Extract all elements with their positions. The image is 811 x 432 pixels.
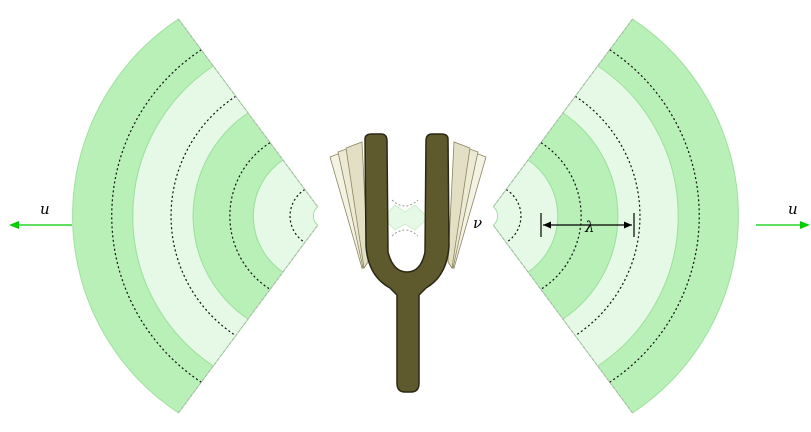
inner-dotted-arc bbox=[391, 229, 419, 237]
right-wave-fan bbox=[492, 18, 739, 414]
right-fan-edge bbox=[492, 18, 633, 208]
left-wave-fan bbox=[72, 18, 319, 414]
left-tine-blur bbox=[329, 141, 369, 270]
fork-body bbox=[364, 133, 450, 393]
left-wave-band bbox=[252, 159, 319, 273]
left-fan-edge bbox=[178, 224, 319, 414]
left-wavefront-dotted bbox=[170, 95, 237, 337]
tuning-fork bbox=[329, 133, 487, 393]
frequency-label: ν bbox=[473, 214, 482, 232]
right-velocity-arrow bbox=[756, 221, 810, 229]
left-wavefront-dotted bbox=[289, 189, 306, 243]
velocity-label-left: u bbox=[40, 200, 50, 218]
left-wavefront-dotted bbox=[229, 142, 271, 290]
left-fan-edge bbox=[178, 18, 319, 208]
inner-dotted-arc bbox=[391, 199, 419, 207]
right-tine-blur bbox=[447, 141, 487, 270]
inner-wave-cross bbox=[382, 204, 429, 231]
right-wavefront-dotted bbox=[505, 189, 522, 243]
wavelength-label: λ bbox=[584, 218, 595, 236]
left-velocity-arrow bbox=[9, 221, 72, 229]
right-wave-band bbox=[492, 159, 559, 273]
right-wavefront-dotted bbox=[574, 95, 641, 337]
right-wavefront-dotted bbox=[540, 142, 582, 290]
wavelength-indicator bbox=[540, 213, 635, 237]
velocity-label-right: u bbox=[788, 200, 798, 218]
right-fan-edge bbox=[492, 224, 633, 414]
